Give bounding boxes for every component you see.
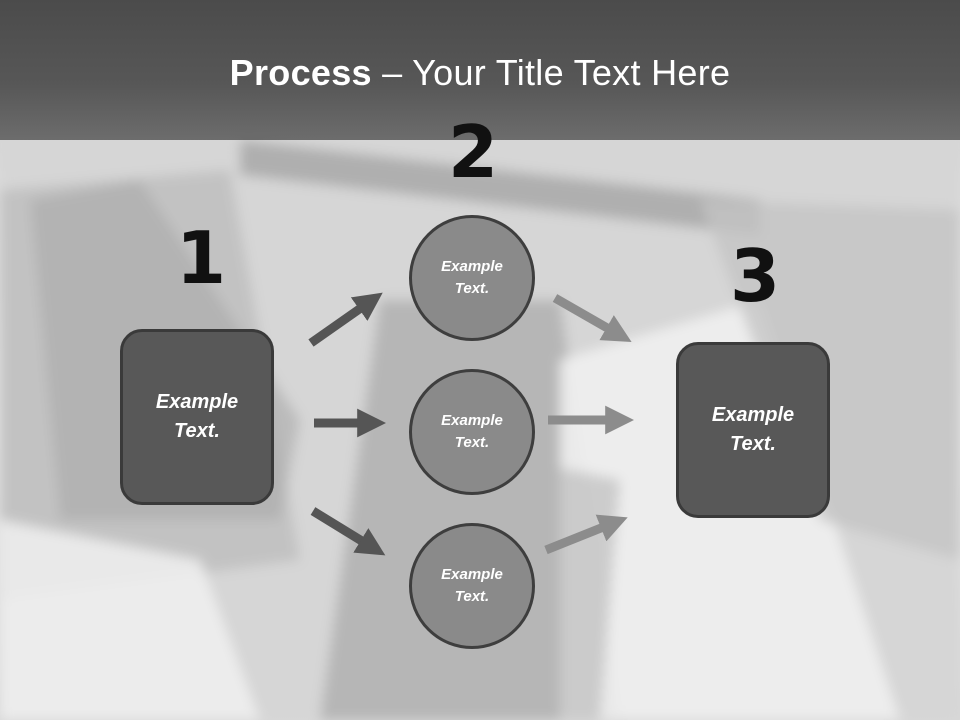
title-bold: Process [229, 52, 372, 93]
arrow-1-to-2-bottom [310, 507, 386, 556]
slide-title: Process – Your Title Text Here [0, 52, 960, 94]
arrow-2-top-to-3 [552, 294, 632, 342]
step-1-box: Example Text. [120, 329, 274, 505]
step-3-box: Example Text. [676, 342, 830, 518]
step-2-circle-top: Example Text. [409, 215, 535, 341]
arrow-2-bottom-to-3 [544, 514, 628, 555]
step-2-circle-bottom: Example Text. [409, 523, 535, 649]
arrow-1-to-2-top [308, 292, 383, 347]
title-bar [0, 0, 960, 140]
step-2-circle-middle: Example Text. [409, 369, 535, 495]
title-rest: – Your Title Text Here [371, 52, 731, 93]
step-number-1: 1 [176, 216, 227, 300]
step-number-2: 2 [448, 110, 499, 194]
step-number-3: 3 [730, 234, 781, 318]
